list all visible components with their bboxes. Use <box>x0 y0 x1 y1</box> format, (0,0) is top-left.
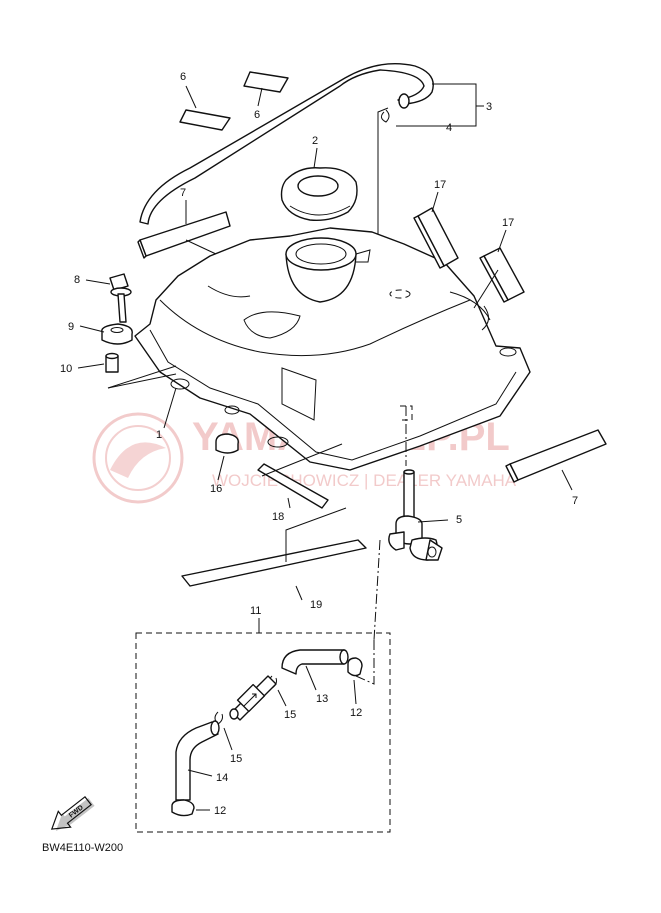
grommet-16 <box>215 433 239 454</box>
diagram-code: BW4E110-W200 <box>42 842 124 854</box>
callout-5: 5 <box>456 514 462 526</box>
callout-17-upper: 17 <box>434 179 446 191</box>
callout-11: 11 <box>250 605 261 617</box>
hose-clamp-upper <box>347 657 363 677</box>
callout-16: 16 <box>210 483 222 495</box>
fwd-arrow-icon: FWD <box>50 795 95 832</box>
callout-6-upper: 6 <box>180 71 186 83</box>
bolt <box>109 273 132 323</box>
callout-10: 10 <box>60 363 72 375</box>
callout-6-lower: 6 <box>254 109 260 121</box>
fuel-hose-14 <box>175 720 220 801</box>
callout-17-lower: 17 <box>502 217 514 229</box>
callout-7-left: 7 <box>180 187 186 199</box>
fuel-hose-kit-box <box>135 632 391 833</box>
callout-18: 18 <box>272 511 284 523</box>
hose-clamp-lower <box>171 799 195 817</box>
callout-15-upper: 15 <box>284 709 296 721</box>
callout-19: 19 <box>310 599 322 611</box>
callout-3: 3 <box>486 101 492 113</box>
damper-18 <box>257 463 329 509</box>
damper-grommet <box>101 323 133 345</box>
callout-labels: 1 2 3 4 5 6 6 7 7 8 9 10 11 12 12 13 14 … <box>60 71 578 817</box>
callout-14: 14 <box>216 772 228 784</box>
fuel-tank-cap <box>280 167 358 222</box>
vent-hose <box>139 63 434 225</box>
fuel-filter <box>229 675 277 721</box>
leader-lines <box>77 85 573 811</box>
callout-13: 13 <box>316 693 328 705</box>
fuel-tank <box>134 227 531 471</box>
watermark-dealer: WOJCIECHOWICZ | DEALER YAMAHA <box>212 471 517 490</box>
callout-2: 2 <box>312 135 318 147</box>
callout-7-right: 7 <box>572 495 578 507</box>
damper-17-lower <box>479 247 525 303</box>
callout-1: 1 <box>156 429 162 441</box>
hose-clip <box>380 109 390 123</box>
damper-19 <box>181 539 367 587</box>
callout-12-lower: 12 <box>214 805 226 817</box>
callout-9: 9 <box>68 321 74 333</box>
damper-17-upper <box>413 207 459 269</box>
tank-pad-lower <box>179 109 231 131</box>
callout-4: 4 <box>446 122 452 134</box>
fuel-cock <box>388 469 443 561</box>
damper-right <box>505 429 607 483</box>
damper-left <box>137 211 231 259</box>
collar <box>105 352 119 373</box>
callout-8: 8 <box>74 274 80 286</box>
callout-15-lower: 15 <box>230 753 242 765</box>
tank-pad-upper <box>243 71 289 93</box>
callout-12-upper: 12 <box>350 707 362 719</box>
fuel-hose-13 <box>281 649 349 675</box>
